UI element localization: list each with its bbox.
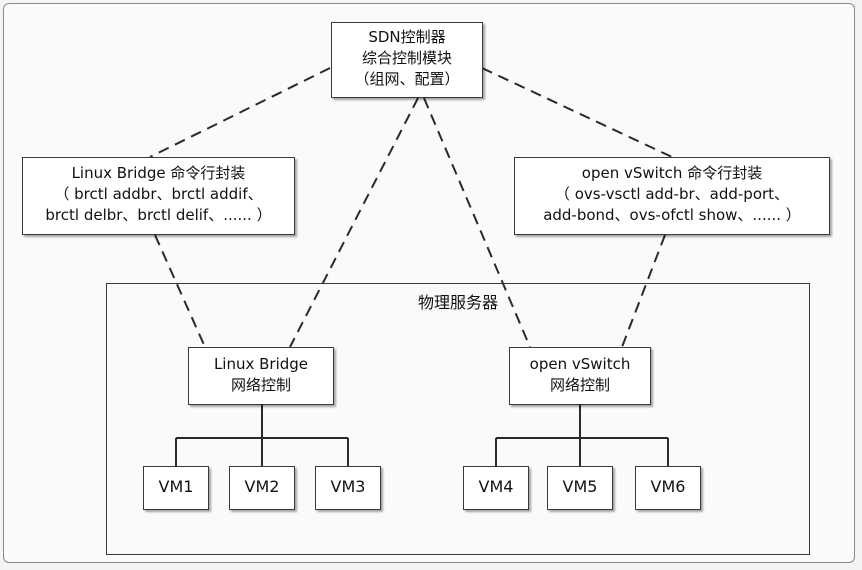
sdn-controller-box: SDN控制器 综合控制模块 （组网、配置） <box>331 22 483 98</box>
linux-wrapper-line3: brctl delbr、brctl delif、...... ） <box>23 205 294 226</box>
vm4-box: VM4 <box>463 466 529 510</box>
open-vswitch-wrapper-box: open vSwitch 命令行封装 （ ovs-vsctl add-br、ad… <box>514 157 830 235</box>
ovs-ctrl-line2: 网络控制 <box>510 375 650 396</box>
vm5-box: VM5 <box>547 466 613 510</box>
dashed-link-controller-linux-wrapper <box>150 68 330 157</box>
linux-wrapper-line2: （ brctl addbr、brctl addif、 <box>23 184 294 205</box>
vm2-box: VM2 <box>229 466 295 510</box>
open-vswitch-control-box: open vSwitch 网络控制 <box>509 347 651 405</box>
linux-ctrl-line1: Linux Bridge <box>189 354 333 375</box>
controller-line3: （组网、配置） <box>332 69 482 90</box>
ovs-ctrl-line1: open vSwitch <box>510 354 650 375</box>
linux-wrapper-line1: Linux Bridge 命令行封装 <box>23 163 294 184</box>
ovs-wrapper-line2: （ ovs-vsctl add-br、add-port、 <box>515 184 829 205</box>
linux-bridge-wrapper-box: Linux Bridge 命令行封装 （ brctl addbr、brctl a… <box>22 157 295 235</box>
ovs-wrapper-line1: open vSwitch 命令行封装 <box>515 163 829 184</box>
linux-ctrl-line2: 网络控制 <box>189 375 333 396</box>
vm1-box: VM1 <box>143 466 209 510</box>
dashed-link-controller-ovs-wrapper <box>482 68 672 157</box>
linux-bridge-control-box: Linux Bridge 网络控制 <box>188 347 334 405</box>
physical-server-container <box>106 283 810 555</box>
vm3-box: VM3 <box>315 466 381 510</box>
physical-server-title: 物理服务器 <box>106 289 810 313</box>
vm6-box: VM6 <box>635 466 701 510</box>
controller-line2: 综合控制模块 <box>332 48 482 69</box>
controller-line1: SDN控制器 <box>332 27 482 48</box>
ovs-wrapper-line3: add-bond、ovs-ofctl show、...... ） <box>515 205 829 226</box>
